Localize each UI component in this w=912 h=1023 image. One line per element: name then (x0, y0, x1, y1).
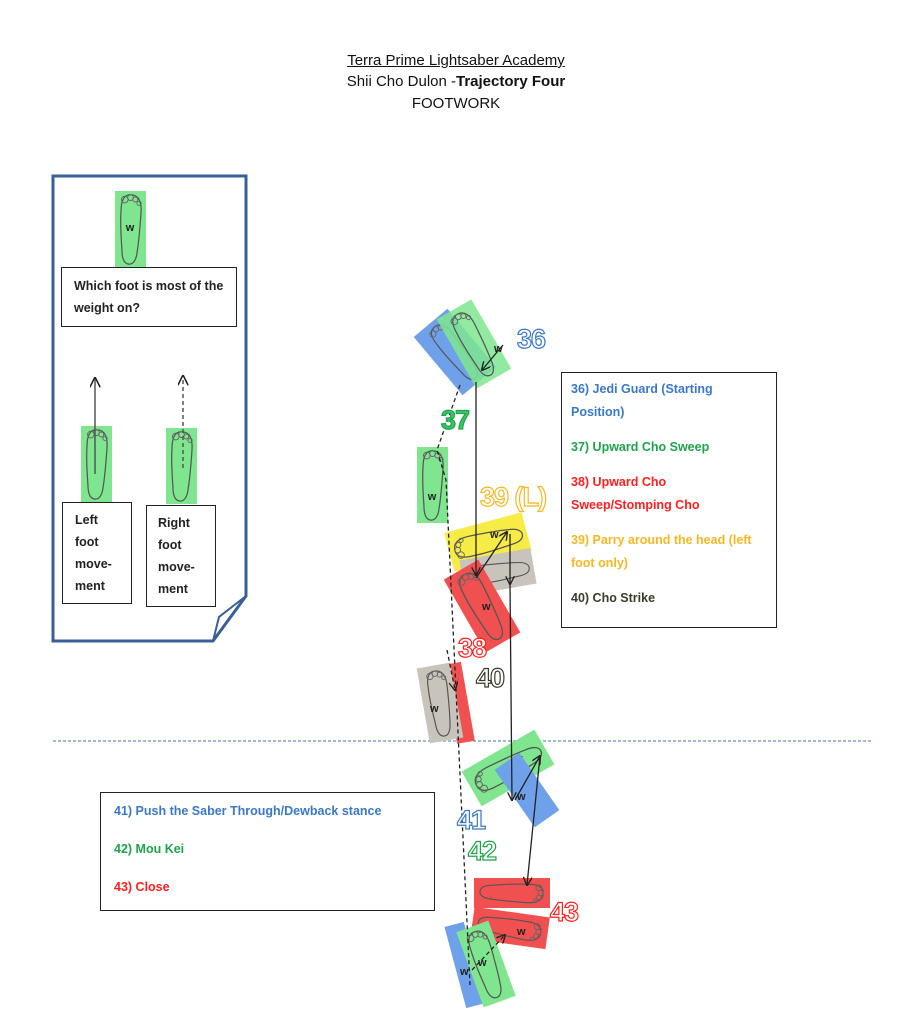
svg-text:w: w (516, 791, 526, 803)
svg-text:w: w (489, 529, 499, 541)
step-number-40: 40 (475, 662, 505, 693)
steps-box-36-40: 36) Jedi Guard (Starting Position) 37) U… (561, 372, 777, 628)
steps-box-41-43: 41) Push the Saber Through/Dewback stanc… (100, 792, 435, 911)
step-number-41: 41 (456, 804, 486, 835)
movement-paths (436, 344, 540, 986)
step-desc-37: 37) Upward Cho Sweep (571, 440, 710, 454)
step-desc-42: 42) Mou Kei (114, 842, 185, 856)
foot-41-right (494, 752, 560, 828)
step-desc-41: 41) Push the Saber Through/Dewback stanc… (114, 804, 382, 818)
legend-right-foot (166, 376, 197, 504)
foot-37-right (436, 299, 512, 389)
weight-marker: w (125, 222, 135, 234)
step-desc-40: 40) Cho Strike (571, 591, 656, 605)
step-number-38: 38 (457, 632, 487, 663)
legend-weight-foot: w (115, 191, 146, 267)
step-number-39: 39 (L) (479, 481, 547, 512)
step-desc-36: 36) Jedi Guard (Starting Position) (571, 382, 713, 419)
subtitle-form: Shii Cho Dulon - (346, 73, 456, 90)
svg-text:w: w (427, 491, 437, 503)
document-subtitle: Shii Cho Dulon -Trajectory Four (0, 73, 912, 90)
foot-37-left: w (417, 447, 448, 523)
step-number-37: 37 (440, 404, 470, 435)
section-title: FOOTWORK (411, 95, 501, 112)
foot-41-left (444, 921, 486, 1009)
weight-question-box: Which foot is most of the weight on? (61, 267, 237, 327)
left-foot-label-box: Left foot move- ment (62, 502, 132, 604)
step-number-36: 36 (516, 323, 546, 354)
foot-38-right (443, 559, 521, 653)
svg-text:w: w (516, 926, 526, 938)
step-desc-38: 38) Upward Cho Sweep/Stomping Cho (571, 475, 700, 512)
svg-text:w: w (477, 957, 487, 969)
step-number-43: 43 (549, 896, 579, 927)
right-foot-label-box: Right foot move- ment (146, 505, 216, 607)
step-desc-43: 43) Close (114, 880, 170, 894)
foot-42-left (456, 920, 516, 1008)
document-title: Terra Prime Lightsaber Academy (347, 52, 565, 69)
step-number-42: 42 (467, 835, 497, 866)
svg-text:w: w (429, 703, 439, 715)
svg-text:w: w (481, 601, 491, 613)
subtitle-trajectory: Trajectory Four (456, 73, 566, 90)
step-desc-39: 39) Parry around the head (left foot onl… (571, 533, 752, 570)
foot-43-right (474, 878, 550, 908)
svg-text:w: w (459, 966, 469, 978)
legend-left-foot (81, 378, 112, 502)
page-fold-icon (212, 595, 247, 642)
svg-text:w: w (493, 343, 503, 355)
